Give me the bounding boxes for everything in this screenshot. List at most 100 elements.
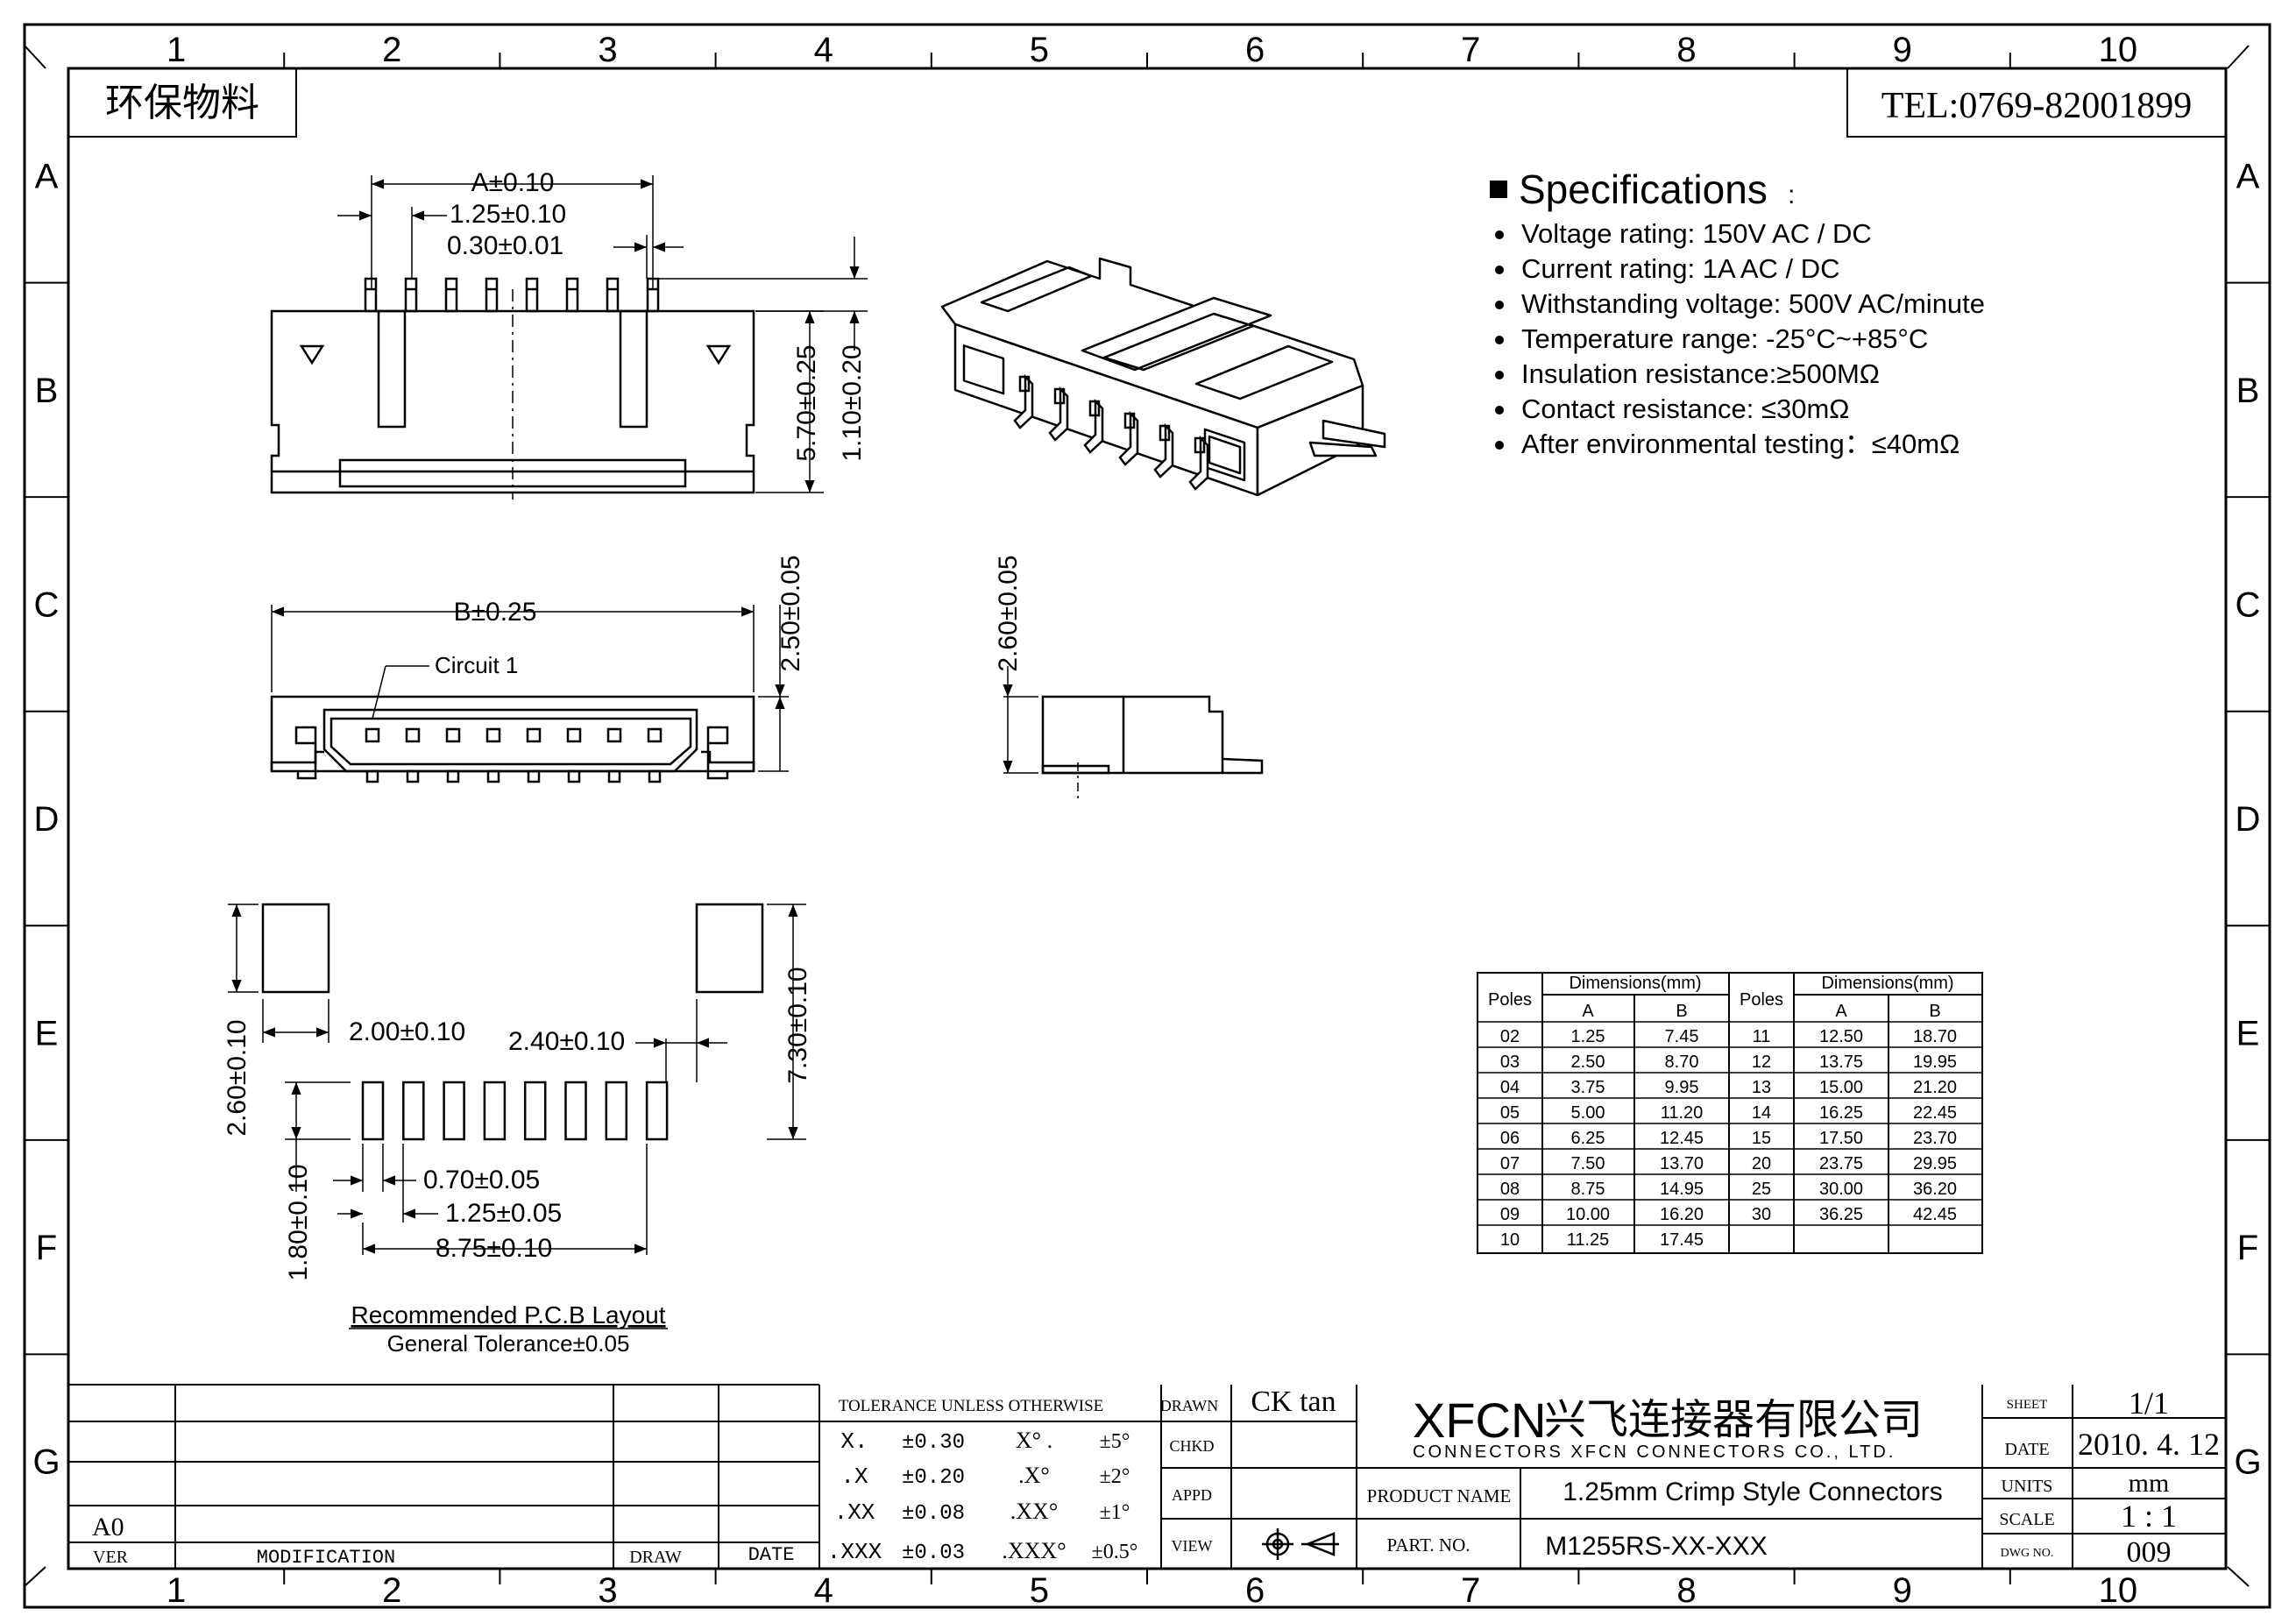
- sheet-label: SHEET: [2007, 1398, 2048, 1412]
- table-cell: 11: [1753, 1027, 1771, 1046]
- frame-row-label-left: G: [32, 1443, 60, 1482]
- table-cell: 16.20: [1660, 1205, 1704, 1224]
- spec-bullet-dot: [1495, 441, 1504, 450]
- front-view-dims: [271, 605, 789, 772]
- table-cell: 7.45: [1665, 1027, 1699, 1046]
- revision-value: A0: [92, 1513, 124, 1541]
- pcb-signal-pad: [645, 1081, 669, 1141]
- front-view-slots: [365, 727, 663, 783]
- table-cell: 03: [1500, 1052, 1520, 1072]
- side-view-dims: [1003, 666, 1038, 774]
- frame-column-label-top: 6: [1245, 31, 1265, 69]
- dim-a: A±0.10: [471, 168, 555, 197]
- spec-item: Temperature range: -25°C~+85°C: [1521, 323, 1928, 354]
- spec-bullet-square: [1490, 181, 1507, 198]
- pcb-signal-pad: [605, 1081, 628, 1141]
- pcb-tolerance: General Tolerance±0.05: [387, 1330, 630, 1357]
- table-cell: 7.50: [1571, 1154, 1605, 1173]
- tolerance-heading: TOLERANCE UNLESS OTHERWISE: [839, 1397, 1104, 1415]
- front-view-pin-foot: [486, 769, 500, 783]
- drawn-value: CK tan: [1251, 1386, 1336, 1418]
- top-view-pins: [364, 277, 660, 313]
- dim-pin-height: 1.10±0.20: [838, 344, 867, 461]
- table-cell: 30.00: [1819, 1180, 1863, 1199]
- tolerance-cell: ±0.5°: [1092, 1541, 1138, 1563]
- frame-column-label-top: 1: [167, 31, 186, 69]
- top-view-dims: [337, 175, 868, 493]
- frame-column-label-bottom: 9: [1893, 1571, 1912, 1610]
- col-dims-left: Dimensions(mm): [1569, 974, 1701, 993]
- frame-row-label-left: E: [35, 1015, 59, 1053]
- tolerance-cell: X.: [840, 1428, 868, 1455]
- col-b-right: B: [1929, 1002, 1940, 1021]
- table-cell: 14.95: [1660, 1180, 1704, 1199]
- table-cell: 12: [1752, 1052, 1771, 1072]
- isometric-pin-slot: [1194, 436, 1206, 454]
- frame-column-label-top: 10: [2099, 31, 2138, 69]
- frame-column-label-bottom: 7: [1461, 1571, 1480, 1610]
- pcb-signal-pad: [564, 1081, 587, 1141]
- col-poles-right: Poles: [1740, 990, 1783, 1010]
- drawn-label: DRAWN: [1160, 1397, 1219, 1414]
- top-view-pin: [404, 277, 418, 313]
- front-view: [270, 695, 755, 783]
- frame-column-label-top: 2: [382, 31, 401, 69]
- tolerance-cell: .X°: [1018, 1463, 1050, 1488]
- spec-bullet-dot: [1495, 371, 1504, 379]
- spec-item: After environmental testing：≤40mΩ: [1521, 429, 1959, 459]
- pcb-dim-text: 2.60±0.10 2.00±0.10 2.40±0.10 7.30±0.10 …: [223, 967, 812, 1357]
- table-cell: 13.70: [1660, 1154, 1704, 1173]
- isometric-pin-slot: [1159, 424, 1171, 442]
- dim-pin-width: 0.30±0.01: [447, 231, 563, 260]
- table-cell: 05: [1500, 1103, 1520, 1123]
- frame-row-label-right: C: [2236, 585, 2261, 624]
- eco-label: 环保物料: [105, 82, 259, 124]
- front-view-slot: [606, 727, 622, 743]
- front-view-pin-foot: [607, 769, 621, 783]
- frame-column-label-top: 3: [598, 31, 617, 69]
- col-a-left: A: [1582, 1002, 1594, 1021]
- scale-value: 1 : 1: [2121, 1499, 2177, 1534]
- table-cell: 19.95: [1913, 1052, 1957, 1072]
- table-cell: 11.25: [1567, 1230, 1610, 1250]
- table-cell: 5.00: [1571, 1103, 1605, 1123]
- dim-pin-pad-width: 0.70±0.05: [423, 1166, 540, 1194]
- front-view-pin-foot: [648, 769, 662, 783]
- projection-symbol-icon: [1262, 1528, 1339, 1560]
- pcb-signal-pad: [361, 1081, 385, 1141]
- frame-row-label-right: A: [2236, 157, 2260, 195]
- spec-item: Withstanding voltage: 500V AC/minute: [1521, 288, 1985, 319]
- appd-label: APPD: [1172, 1486, 1212, 1504]
- title-block: A0 VER MODIFICATION DRAW DATE TOLERANCE …: [68, 1384, 2226, 1569]
- front-view-pin-foot: [365, 769, 379, 783]
- frame-row-label-right: D: [2236, 800, 2261, 839]
- phone-box: TEL:0769-82001899: [1846, 67, 2227, 138]
- frame-row-label-left: B: [35, 372, 59, 410]
- top-view-pin: [565, 277, 579, 313]
- table-cell: 8.75: [1571, 1180, 1605, 1199]
- frame-column-label-top: 9: [1893, 31, 1912, 69]
- tolerance-cell: X° .: [1016, 1428, 1052, 1453]
- spec-bullet-dot: [1495, 301, 1504, 309]
- phone-number: TEL:0769-82001899: [1881, 86, 2193, 126]
- col-poles-left: Poles: [1488, 990, 1532, 1010]
- table-cell: 25: [1752, 1180, 1771, 1199]
- frame-ticks: [25, 53, 2270, 1584]
- spec-item: Insulation resistance:≥500MΩ: [1521, 358, 1880, 389]
- date-field-label: DATE: [2004, 1440, 2049, 1459]
- isometric-pin-slot: [1123, 412, 1136, 429]
- table-cell: 17.45: [1660, 1230, 1704, 1250]
- tolerance-cell: .X: [840, 1464, 868, 1490]
- spec-item: Voltage rating: 150V AC / DC: [1521, 218, 1872, 249]
- tolerance-cell: ±1°: [1100, 1501, 1130, 1524]
- specifications: Specifications : Voltage rating: 150V AC…: [1490, 167, 1985, 459]
- company-name-cn: 兴飞连接器有限公司: [1544, 1397, 1923, 1443]
- table-cell: 2.50: [1571, 1052, 1605, 1072]
- spec-item: Current rating: 1A AC / DC: [1521, 253, 1840, 284]
- frame-row-label-right: E: [2236, 1015, 2260, 1053]
